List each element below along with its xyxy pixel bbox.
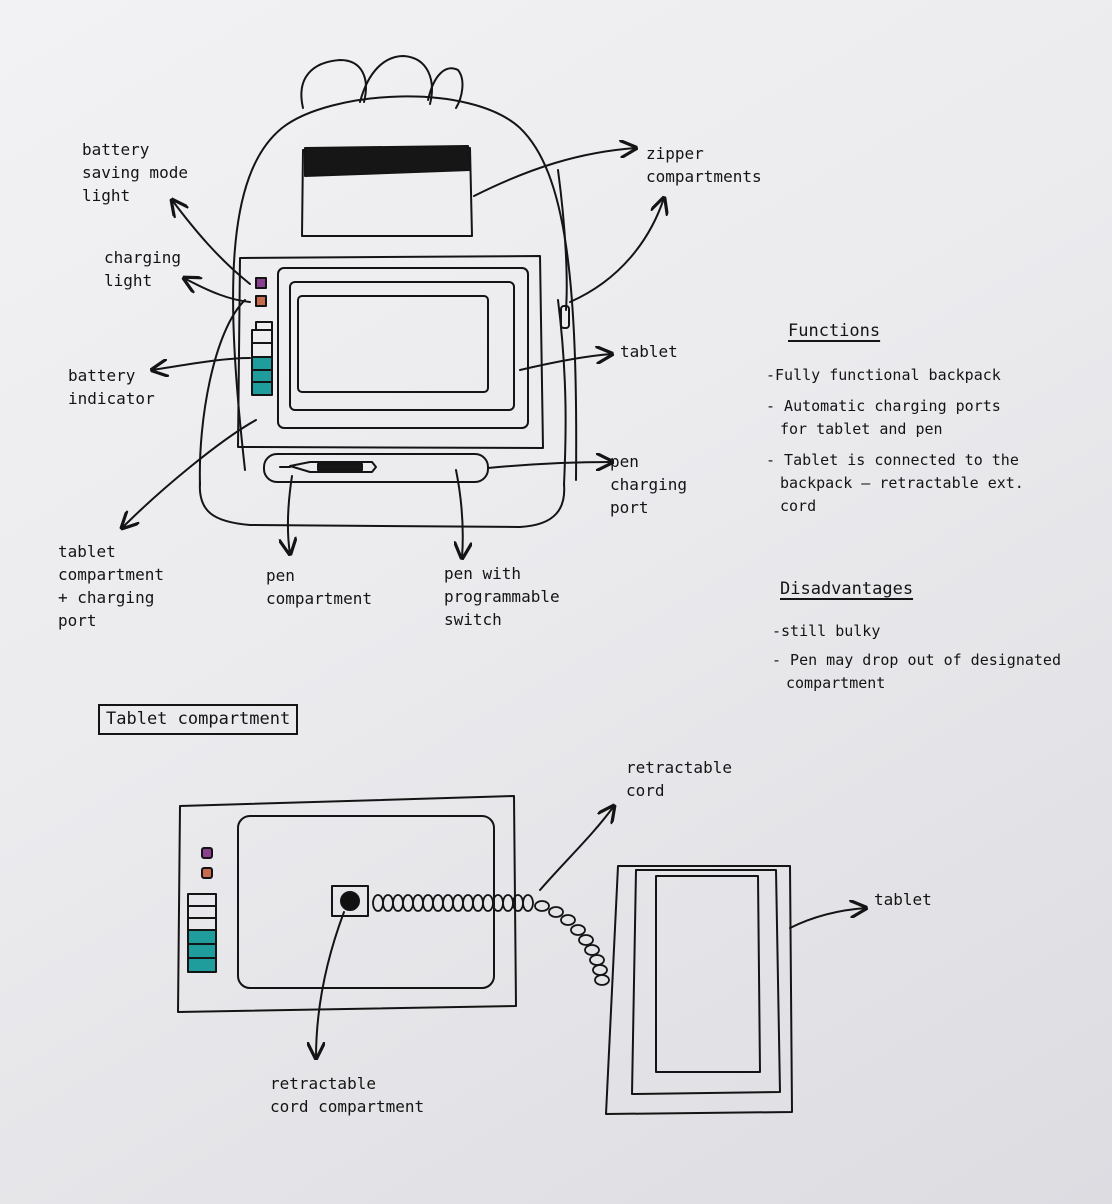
functions-item: -Fully functional backpack [766,366,1001,384]
label-pen-with-programmable-switch: pen with programmable switch [444,564,560,629]
tablet-compartment-panel [238,256,543,448]
tablet-compartment-title: Tablet compartment [98,704,299,735]
detached-tablet-screen [656,876,760,1072]
cord-compartment [332,886,368,916]
functions-heading: Functions [788,321,881,341]
arrow-zipper-side [570,198,664,302]
label-charging-light: charging light [104,248,182,290]
cord-reel [341,892,359,910]
battery-fill-segment [252,357,272,370]
functions-section: Functions [788,320,880,343]
compartment-charging-light [202,868,212,878]
battery-fill-segment [252,370,272,382]
zipper-strip [305,146,470,176]
battery-indicator [252,322,272,395]
arrow-battery-indicator [152,358,250,370]
functions-item-continued: cord [780,497,817,515]
side-zipper [558,170,567,310]
disadvantages-list: -still bulky - Pen may drop out of desig… [772,620,1061,695]
tablet-screen [298,296,488,392]
coiled-cord-horizontal [373,895,533,911]
arrow-pen-charging [488,462,612,468]
battery-saving-light [256,278,266,288]
arrow-pen-compartment [288,476,292,554]
functions-list: -Fully functional backpack - Automatic c… [766,364,1024,518]
functions-item-continued: for tablet and pen [780,420,943,438]
compartment-battery-fill [188,944,216,958]
handle-loop-left [301,60,366,108]
label-tablet-compartment-charging-port: tablet compartment + charging port [58,542,164,630]
tablet-outer [278,268,528,428]
functions-item-continued: backpack — retractable ext. [780,474,1024,492]
disadvantages-section: Disadvantages [780,578,913,601]
label-retractable-cord: retractable cord [626,758,732,800]
handle-loop-center [360,56,432,104]
compartment-battery-indicator [188,894,216,972]
arrow-detached-tablet [790,908,866,928]
arrow-charging-light [184,278,250,302]
compartment-saving-light [202,848,212,858]
label-retractable-cord-compartment: retractable cord compartment [270,1074,425,1116]
arrow-cord-compartment [316,912,344,1058]
backpack-outline [233,96,576,480]
pen-grip [318,464,362,470]
arrow-retractable-cord [540,806,614,890]
compartment-case [178,796,516,1012]
side-zipper-pull [561,306,569,328]
tablet-frame [290,282,514,410]
label-pen-compartment: pen compartment [266,566,372,608]
charging-light [256,296,266,306]
disadvantages-item: - Pen may drop out of designated [772,651,1061,669]
compartment-screen [238,816,494,988]
label-battery-saving-mode-light: battery saving mode light [82,140,188,205]
arrow-zipper-top [474,148,636,196]
compartment-battery-fill [188,930,216,944]
label-zipper-compartments: zipper compartments [646,144,762,186]
backpack-drawing [122,56,664,558]
arrow-tablet-compartment [122,420,256,528]
label-battery-indicator: battery indicator [68,366,155,408]
label-detached-tablet: tablet [874,890,932,909]
detached-tablet [606,866,792,1114]
label-pen-charging-port: pen charging port [610,452,688,517]
compartment-battery-fill [188,958,216,972]
disadvantages-item-continued: compartment [786,674,886,692]
handle-loop-right [428,68,462,108]
detached-tablet-frame [632,870,780,1094]
tablet-compartment-drawing [178,796,866,1114]
functions-item: - Automatic charging ports [766,397,1001,415]
arrow-tablet [520,354,612,370]
disadvantages-item: -still bulky [772,622,881,640]
backpack-base [200,482,564,527]
label-tablet: tablet [620,342,678,361]
disadvantages-heading: Disadvantages [780,579,914,599]
arrow-pen-switch [456,470,463,558]
battery-fill-segment [252,382,272,395]
arrow-battery-saving [172,200,250,284]
coiled-cord-descending [535,901,609,985]
pen-with-switch [290,462,376,472]
functions-item: - Tablet is connected to the [766,451,1019,469]
